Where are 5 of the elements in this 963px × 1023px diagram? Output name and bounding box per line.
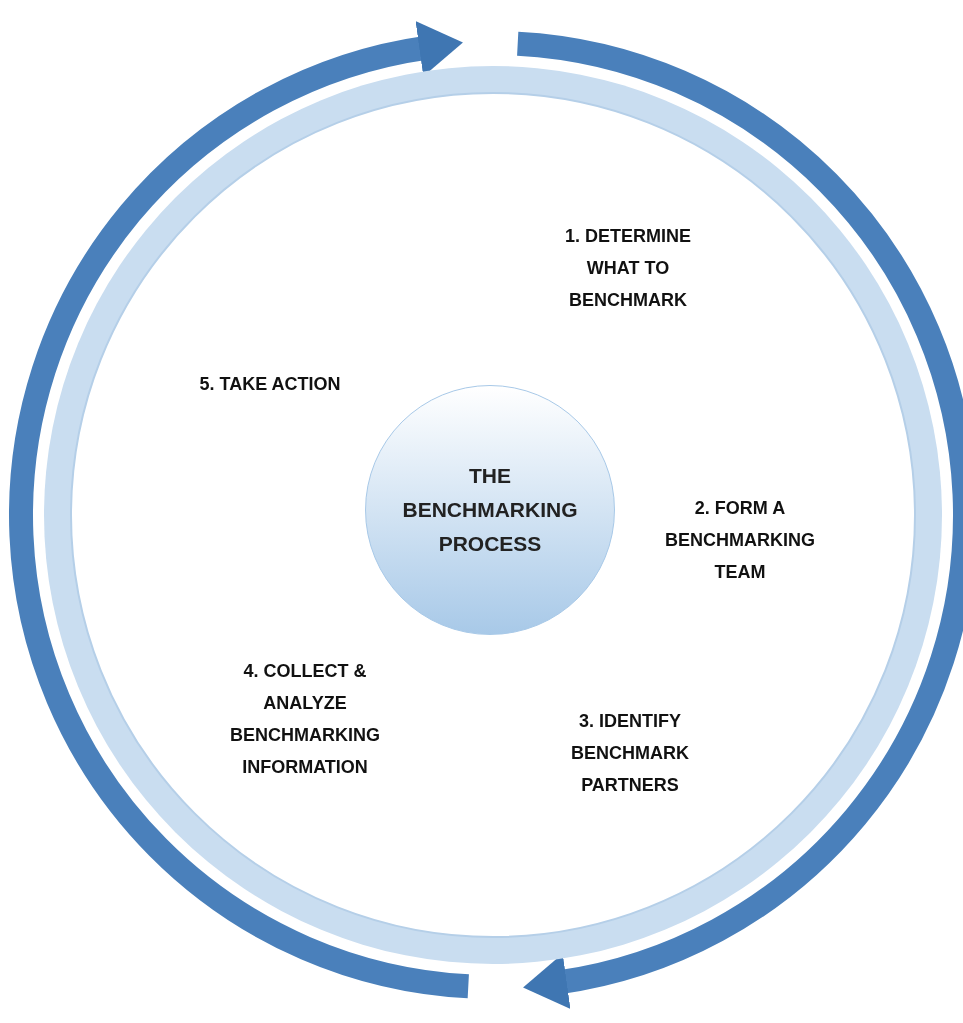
ring-band — [43, 65, 943, 965]
step-label: 2. FORM A BENCHMARKING TEAM — [660, 492, 820, 588]
step-label: 3. IDENTIFY BENCHMARK PARTNERS — [555, 705, 705, 801]
step-label: 1. DETERMINE WHAT TO BENCHMARK — [543, 220, 713, 316]
step-label: 4. COLLECT & ANALYZE BENCHMARKING INFORMATION — [215, 655, 395, 783]
